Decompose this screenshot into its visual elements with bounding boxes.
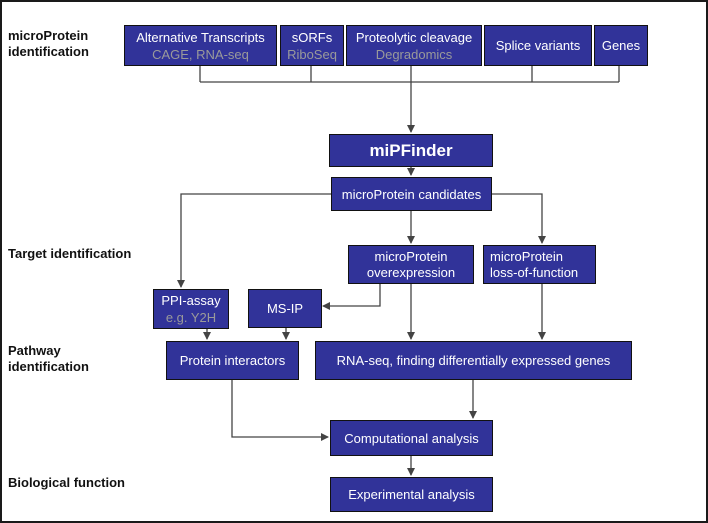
node-microprotein-candidates: microProtein candidates <box>331 177 492 211</box>
node-sorfs-title: sORFs <box>291 29 333 45</box>
node-alternative-transcripts-title: Alternative Transcripts <box>136 29 265 45</box>
node-protein-interactors: Protein interactors <box>166 341 299 380</box>
node-splice-variants: Splice variants <box>484 25 592 66</box>
stage-label-target: Target identification <box>8 246 132 261</box>
node-proteolytic-cleavage-title: Proteolytic cleavage <box>355 29 473 45</box>
stage-label-identification: microProtein identification <box>8 28 89 59</box>
node-proteolytic-cleavage-sub: Degradomics <box>375 46 453 62</box>
node-splice-variants-title: Splice variants <box>495 38 581 53</box>
node-ms-ip: MS-IP <box>248 289 322 328</box>
node-microprotein-loss-of-function: microProtein loss-of-function <box>483 245 596 284</box>
node-microprotein-overexpression: microProtein overexpression <box>348 245 474 284</box>
node-genes-title: Genes <box>601 38 641 53</box>
stage-label-pathway: Pathway identification <box>8 343 89 374</box>
node-computational-analysis: Computational analysis <box>330 420 493 456</box>
arrow-interactors-to-computational <box>231 380 329 441</box>
node-rna-seq: RNA-seq, finding differentially expresse… <box>315 341 632 380</box>
node-ppi-assay-sub: e.g. Y2H <box>165 310 217 325</box>
arrow-to-ms-ip <box>322 284 381 310</box>
node-ppi-assay: PPI-assay e.g. Y2H <box>153 289 229 329</box>
node-genes: Genes <box>594 25 648 66</box>
node-alternative-transcripts-sub: CAGE, RNA-seq <box>152 46 249 62</box>
arrow-to-loss-of-function <box>492 193 546 244</box>
stage-label-biological: Biological function <box>8 475 125 490</box>
node-alternative-transcripts: Alternative Transcripts CAGE, RNA-seq <box>124 25 277 66</box>
node-ppi-assay-title: PPI-assay <box>161 293 221 308</box>
node-proteolytic-cleavage: Proteolytic cleavage Degradomics <box>346 25 482 66</box>
node-sorfs-sub: RiboSeq <box>287 46 337 62</box>
node-sorfs: sORFs RiboSeq <box>280 25 344 66</box>
node-mipfinder: miPFinder <box>329 134 493 167</box>
arrow-to-ppi-assay <box>177 193 331 288</box>
node-experimental-analysis: Experimental analysis <box>330 477 493 512</box>
